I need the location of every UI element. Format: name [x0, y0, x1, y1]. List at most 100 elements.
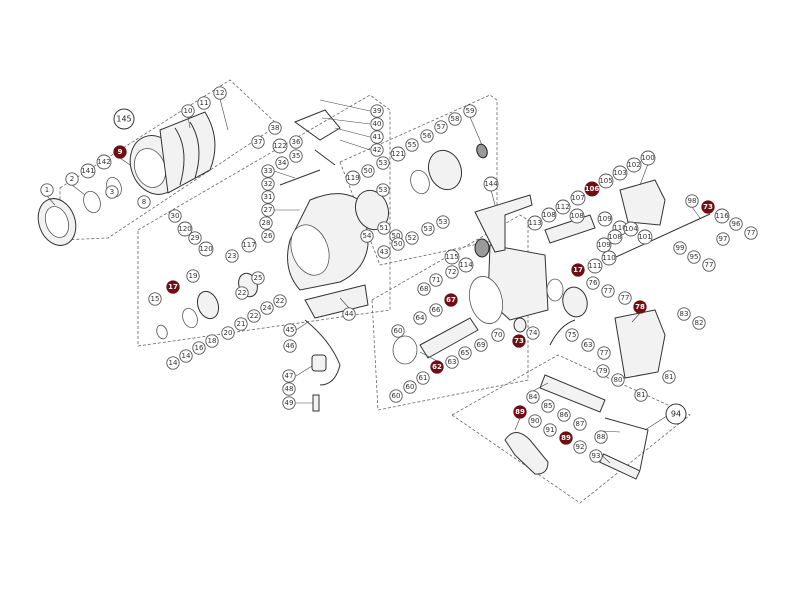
level-wind-part — [619, 179, 666, 226]
part-number-label: 71 — [432, 276, 441, 284]
callout-bubble — [391, 237, 405, 251]
callout-bubble — [716, 232, 730, 246]
callout-bubble — [213, 86, 227, 100]
part-number-label: 10 — [184, 107, 193, 115]
handle-stem-part — [599, 453, 641, 480]
part-number-label: 56 — [423, 132, 432, 140]
part-number-label: 40 — [373, 120, 382, 128]
side-cover-part — [614, 309, 666, 379]
part-number-callout: 69 — [474, 338, 488, 352]
part-number-callout: 27 — [261, 203, 275, 217]
part-number-callout: 1 — [40, 183, 54, 197]
callout-bubble — [444, 293, 458, 307]
callout-bubble — [345, 170, 361, 186]
part-number-callout: 49 — [282, 396, 296, 410]
part-number-label: 3 — [110, 188, 114, 196]
callout-bubble — [692, 316, 706, 330]
part-number-label: 95 — [690, 253, 699, 261]
callout-bubble — [714, 208, 730, 224]
part-number-label: 59 — [466, 107, 475, 115]
callout-bubble — [744, 226, 758, 240]
part-number-label: 54 — [363, 232, 372, 240]
callout-bubble — [445, 355, 459, 369]
part-number-label: 69 — [477, 341, 486, 349]
part-number-label: 91 — [546, 426, 555, 434]
part-number-label: 11 — [200, 99, 209, 107]
callout-bubble — [458, 257, 474, 273]
part-number-label: 77 — [600, 349, 609, 357]
gear-stack-part — [182, 307, 198, 329]
part-number-label: 74 — [529, 329, 538, 337]
callout-bubble — [413, 311, 427, 325]
part-number-callout: 145 — [113, 108, 135, 130]
part-number-label: 103 — [613, 169, 626, 177]
part-number-callout: 73 — [512, 334, 526, 348]
part-number-callout: 121 — [390, 146, 406, 162]
part-number-callout: 28 — [259, 216, 273, 230]
callout-bubble — [403, 380, 417, 394]
part-number-label: 29 — [191, 234, 200, 242]
leaf-spring-part — [549, 319, 576, 346]
leader-lines — [46, 98, 701, 464]
part-number-label: 48 — [285, 385, 294, 393]
foot-stand — [304, 284, 369, 319]
frame-bracket-part — [474, 194, 533, 253]
callout-bubble — [360, 229, 374, 243]
callout-bubble — [587, 258, 603, 274]
part-number-label: 63 — [584, 341, 593, 349]
callout-bubble — [389, 389, 403, 403]
part-number-callout: 3 — [105, 185, 119, 199]
part-number-label: 53 — [424, 225, 433, 233]
part-number-callout: 17 — [571, 263, 585, 277]
bushing-part — [513, 317, 527, 333]
callout-bubble — [512, 334, 526, 348]
part-number-label: 15 — [151, 295, 160, 303]
part-number-callout: 46 — [283, 339, 297, 353]
callout-bubble — [197, 96, 211, 110]
part-number-callout: 17 — [166, 280, 180, 294]
part-number-callout: 29 — [188, 231, 202, 245]
callout-bubble — [584, 181, 600, 197]
part-number-callout: 15 — [148, 292, 162, 306]
callout-bubble — [573, 417, 587, 431]
part-number-label: 89 — [561, 434, 571, 442]
line-roller-part — [311, 354, 327, 372]
part-number-label: 79 — [599, 367, 608, 375]
part-number-label: 108 — [608, 233, 621, 241]
oneway-clutch-part — [392, 335, 418, 365]
part-number-callout: 37 — [251, 135, 265, 149]
part-number-callout: 11 — [197, 96, 211, 110]
callout-bubble — [687, 250, 701, 264]
part-number-label: 34 — [278, 159, 287, 167]
part-number-label: 55 — [408, 141, 417, 149]
part-number-callout: 22 — [273, 294, 287, 308]
part-number-label: 85 — [544, 402, 553, 410]
callout-bubble — [637, 229, 653, 245]
callout-bubble — [416, 371, 430, 385]
part-number-label: 47 — [285, 372, 294, 380]
part-number-label: 102 — [627, 161, 640, 169]
callout-bubble — [166, 280, 180, 294]
callout-bubble — [570, 190, 586, 206]
callout-bubble — [594, 430, 608, 444]
part-number-callout: 24 — [260, 301, 274, 315]
part-number-callout: 36 — [289, 135, 303, 149]
part-number-label: 50 — [394, 240, 403, 248]
part-number-callout: 57 — [434, 120, 448, 134]
part-number-callout: 144 — [483, 176, 499, 192]
part-number-label: 63 — [448, 358, 457, 366]
part-number-label: 84 — [529, 393, 538, 401]
part-number-label: 141 — [81, 167, 94, 175]
spool-skirt — [159, 111, 216, 194]
part-number-callout: 141 — [80, 163, 96, 179]
callout-bubble — [623, 221, 639, 237]
callout-bubble — [40, 183, 54, 197]
worm-gear-part — [562, 286, 588, 318]
bearing-part — [476, 143, 488, 159]
part-number-label: 142 — [97, 158, 110, 166]
callout-bubble — [181, 104, 195, 118]
screw-part — [312, 394, 320, 412]
part-number-callout: 112 — [555, 199, 571, 215]
